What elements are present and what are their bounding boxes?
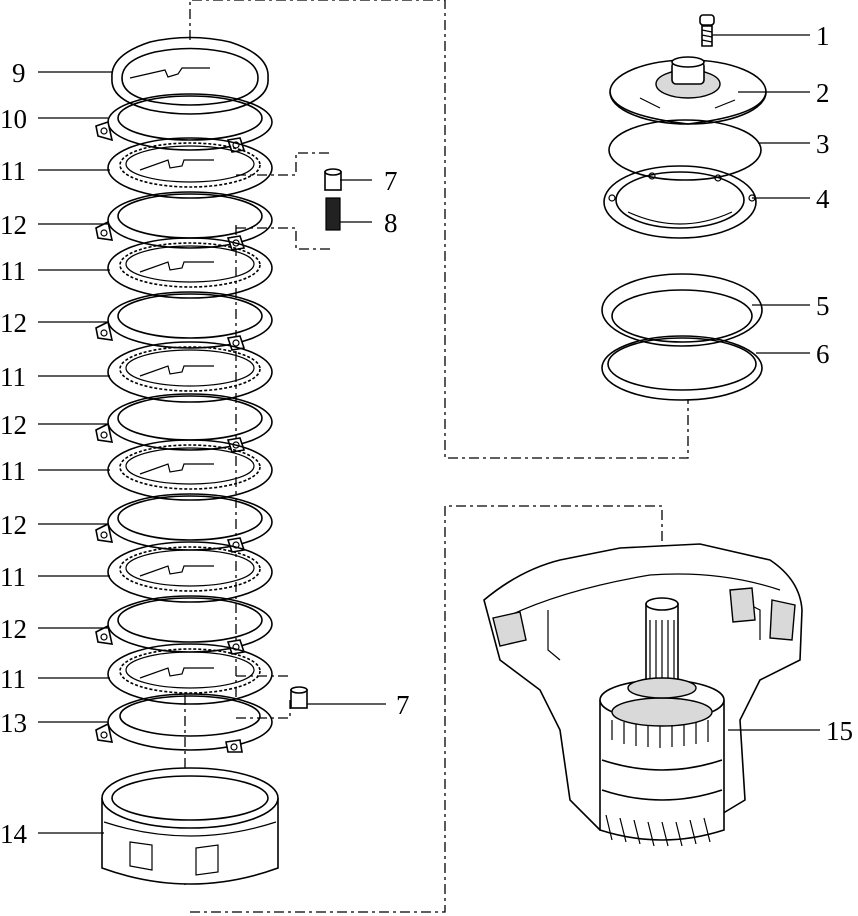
callout-12-d: 12: [0, 510, 27, 540]
callout-7-lower: 7: [396, 690, 410, 720]
steel-plate-12-a: [95, 191, 273, 251]
callout-11-b: 11: [0, 256, 26, 286]
housing-assembly-15: [483, 543, 803, 847]
callout-15: 15: [826, 716, 853, 746]
steel-plate-12-e: [95, 595, 273, 655]
friction-disc-11-c: [107, 341, 273, 403]
ring-5: [601, 273, 763, 347]
pressure-plate-10: [95, 93, 273, 153]
piston-cover-2: [609, 56, 767, 125]
pin-7-top: [324, 168, 342, 191]
friction-disc-11-a: [107, 137, 273, 199]
callout-3: 3: [816, 129, 830, 159]
callout-12-c: 12: [0, 410, 27, 440]
pin-7-bottom: [290, 686, 308, 709]
callout-8: 8: [384, 208, 398, 238]
snap-ring-9: [111, 36, 269, 115]
callout-12-e: 12: [0, 614, 27, 644]
steel-plate-12-b: [95, 291, 273, 351]
callout-12-b: 12: [0, 308, 27, 338]
friction-disc-11-f: [107, 643, 273, 705]
ring-6: [601, 335, 763, 401]
callout-9: 9: [12, 58, 26, 88]
callout-13: 13: [0, 708, 27, 738]
callout-4: 4: [816, 184, 830, 214]
callout-12-a: 12: [0, 210, 27, 240]
callout-11-c: 11: [0, 362, 26, 392]
callout-1: 1: [816, 21, 830, 51]
callout-10: 10: [0, 104, 27, 134]
callout-6: 6: [816, 339, 830, 369]
callout-11-d: 11: [0, 456, 26, 486]
callout-11-e: 11: [0, 562, 26, 592]
friction-disc-11-b: [107, 237, 273, 299]
callout-11-a: 11: [0, 156, 26, 186]
callout-labels: 1 2 3 4 5 6 7 8 7 9 10 11 12 11 12 11 12…: [0, 21, 853, 849]
leader-lines: [38, 34, 820, 834]
assembly-guide-lines: [184, 0, 689, 913]
clutch-plate-stack: [95, 36, 279, 885]
screw-1: [699, 14, 715, 47]
friction-disc-11-d: [107, 439, 273, 501]
piston-plate-4: [603, 165, 757, 239]
ring-drum-14: [101, 767, 279, 885]
o-ring-3: [608, 119, 762, 181]
spring-8: [325, 197, 341, 231]
callout-7-upper: 7: [384, 166, 398, 196]
friction-disc-11-e: [107, 541, 273, 603]
steel-plate-12-d: [95, 493, 273, 553]
callout-11-f: 11: [0, 664, 26, 694]
end-plate-13: [95, 693, 273, 753]
callout-5: 5: [816, 291, 830, 321]
callout-2: 2: [816, 78, 830, 108]
callout-14: 14: [0, 819, 28, 849]
